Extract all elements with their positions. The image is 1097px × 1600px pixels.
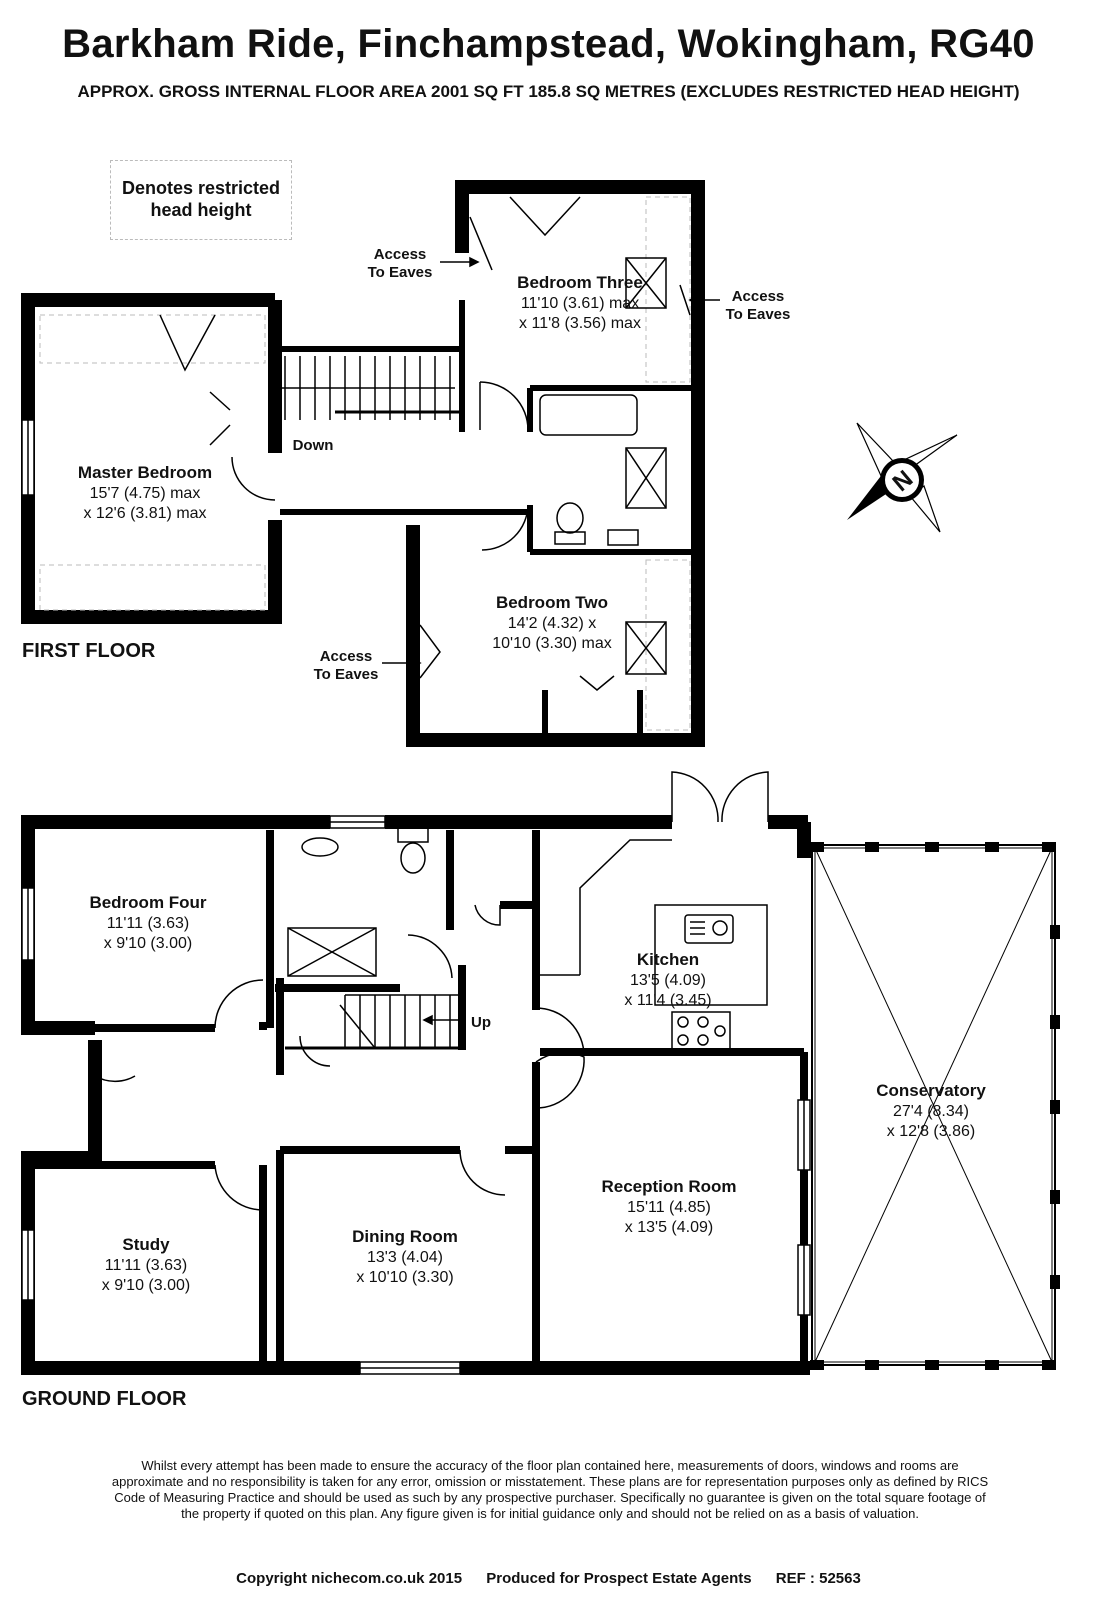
ground-floor-label: GROUND FLOOR — [22, 1388, 187, 1410]
master-bedroom-name: Master Bedroom — [78, 463, 212, 482]
ground-floor-windows — [21, 815, 811, 1375]
bedroom-three-name: Bedroom Three — [517, 273, 643, 292]
first-floor-stairs — [280, 356, 462, 420]
reception-room-dim-2: x 13'5 (4.09) — [625, 1219, 713, 1236]
disclaimer-text: Whilst every attempt has been made to en… — [111, 1458, 989, 1521]
conservatory-posts — [810, 842, 1060, 1370]
bedroom-three-dim-1: 11'10 (3.61) max — [521, 295, 639, 312]
master-bedroom-dim-1: 15'7 (4.75) max — [90, 485, 201, 502]
floor-area-subtitle: APPROX. GROSS INTERNAL FLOOR AREA 2001 S… — [77, 82, 1020, 101]
first-floor-inner-walls — [275, 300, 698, 740]
master-bedroom-dim-2: x 12'6 (3.81) max — [83, 505, 206, 522]
ground-floor-doors — [94, 904, 585, 1211]
kitchen-name: Kitchen — [637, 950, 699, 969]
eaves-b-line-2: To Eaves — [726, 306, 791, 323]
stairs-down-label: Down — [293, 437, 334, 454]
stairs-up-label: Up — [471, 1014, 491, 1031]
footer-copyright: Copyright nichecom.co.uk 2015 — [236, 1570, 463, 1587]
up-arrow — [422, 1014, 465, 1026]
kitchen-units — [540, 839, 768, 1053]
restricted-height-legend: Denotes restricted head height — [110, 160, 292, 240]
bedroom-two-name: Bedroom Two — [496, 593, 608, 612]
eaves-c-line-1: Access — [320, 648, 373, 665]
bedroom-two-dim-1: 14'2 (4.32) x — [508, 615, 596, 632]
reception-room-name: Reception Room — [601, 1177, 736, 1196]
restricted-height-areas-first-floor — [39, 196, 691, 731]
eaves-a-line-2: To Eaves — [368, 264, 433, 281]
footer-produced-by: Produced for Prospect Estate Agents — [486, 1570, 752, 1587]
shower-room-fittings — [287, 827, 429, 977]
reception-room-dim-1: 15'11 (4.85) — [627, 1199, 711, 1216]
compass-icon: N — [847, 422, 958, 533]
kitchen-dim-2: x 11'4 (3.45) — [624, 992, 711, 1009]
legend-line-1: Denotes restricted — [121, 178, 281, 198]
eaves-a-line-1: Access — [374, 246, 427, 263]
study-name: Study — [122, 1235, 170, 1254]
french-doors — [671, 771, 769, 823]
access-arrows — [382, 256, 720, 669]
bedroom-three-dim-2: x 11'8 (3.56) max — [519, 315, 641, 332]
dining-room-dim-1: 13'3 (4.04) — [367, 1249, 443, 1266]
bedroom-four-name: Bedroom Four — [89, 893, 206, 912]
first-floor-doors — [159, 196, 691, 691]
dining-room-dim-2: x 10'10 (3.30) — [356, 1269, 453, 1286]
dining-room-name: Dining Room — [352, 1227, 458, 1246]
eaves-c-line-2: To Eaves — [314, 666, 379, 683]
bedroom-four-dim-2: x 9'10 (3.00) — [104, 935, 192, 952]
footer-reference: REF : 52563 — [775, 1570, 861, 1587]
eaves-b-line-1: Access — [732, 288, 785, 305]
bedroom-four-dim-1: 11'11 (3.63) — [107, 915, 190, 932]
first-floor-label: FIRST FLOOR — [22, 640, 156, 662]
conservatory-name: Conservatory — [876, 1081, 986, 1100]
bedroom-two-dim-2: 10'10 (3.30) max — [492, 635, 612, 652]
conservatory-dim-2: x 12'8 (3.86) — [887, 1123, 975, 1140]
footer: Copyright nichecom.co.uk 2015 Produced f… — [0, 1570, 1097, 1587]
legend-line-2: head height — [150, 200, 252, 220]
ground-floor-stairs — [285, 994, 462, 1050]
first-floor-bathroom — [539, 257, 667, 675]
conservatory-dim-1: 27'4 (8.34) — [893, 1103, 969, 1120]
first-floor-windows — [21, 419, 35, 496]
study-dim-1: 11'11 (3.63) — [105, 1257, 188, 1274]
plan-title: Barkham Ride, Finchampstead, Wokingham, … — [62, 22, 1035, 66]
kitchen-dim-1: 13'5 (4.09) — [630, 972, 706, 989]
study-dim-2: x 9'10 (3.00) — [102, 1277, 190, 1294]
